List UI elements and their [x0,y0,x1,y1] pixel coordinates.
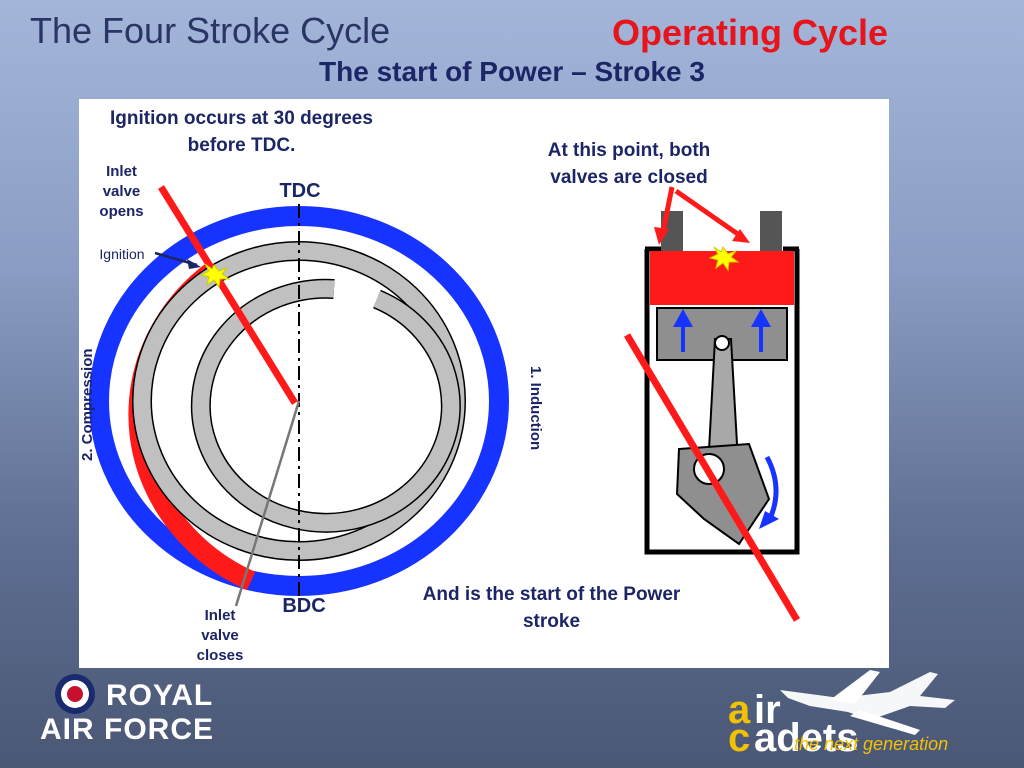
cadets-a: a [728,688,751,732]
cadets-adets: adets [754,716,859,760]
power-note: And is the start of the Power stroke [422,584,681,632]
bdc-label: BDC [282,595,326,617]
valves-closed-note: At this point, both valves are closed [547,140,711,188]
ignition-note: Ignition occurs at 30 degrees before TDC… [110,108,373,156]
spiral-inner [192,280,460,532]
cylinder [644,249,800,555]
ignition-line [158,185,298,405]
compression-label: 2. Compression [79,348,96,462]
raf-logo: ROYAL AIR FORCE [40,671,240,751]
inlet-closes-line [234,400,301,607]
aircraft-icon [780,670,955,735]
exhaust-valve [760,211,782,253]
tagline: the next generation [794,734,949,754]
cadets-c: c [728,716,751,760]
slide-subtitle: The start of Power – Stroke 3 [319,56,705,87]
slide-title: The Four Stroke Cycle [30,10,391,51]
section-title: Operating Cycle [612,12,889,53]
inlet-closes-label: Inlet valve closes [196,607,244,664]
inlet-opens-label: Inlet valve opens [99,163,144,220]
timing-diagram [89,185,801,622]
ignition-label: Ignition [99,246,145,262]
stroke-line [623,333,801,622]
rotation-arrow-icon [764,455,779,523]
raf-royal-text: ROYAL [106,679,214,712]
tdc-label: TDC [279,180,321,202]
pointer-arrow [674,188,744,240]
diagram-panel: Ignition occurs at 30 degrees before TDC… [79,99,889,668]
air-cadets-logo: a ir c adets the next generation [720,660,1020,765]
spark-icon [199,263,231,289]
raf-airforce-text: AIR FORCE [40,713,214,746]
cadets-ir: ir [754,688,781,732]
roundel-icon [55,674,95,714]
induction-label: 1. Induction [527,365,544,451]
chamber-spark-icon [708,245,740,272]
